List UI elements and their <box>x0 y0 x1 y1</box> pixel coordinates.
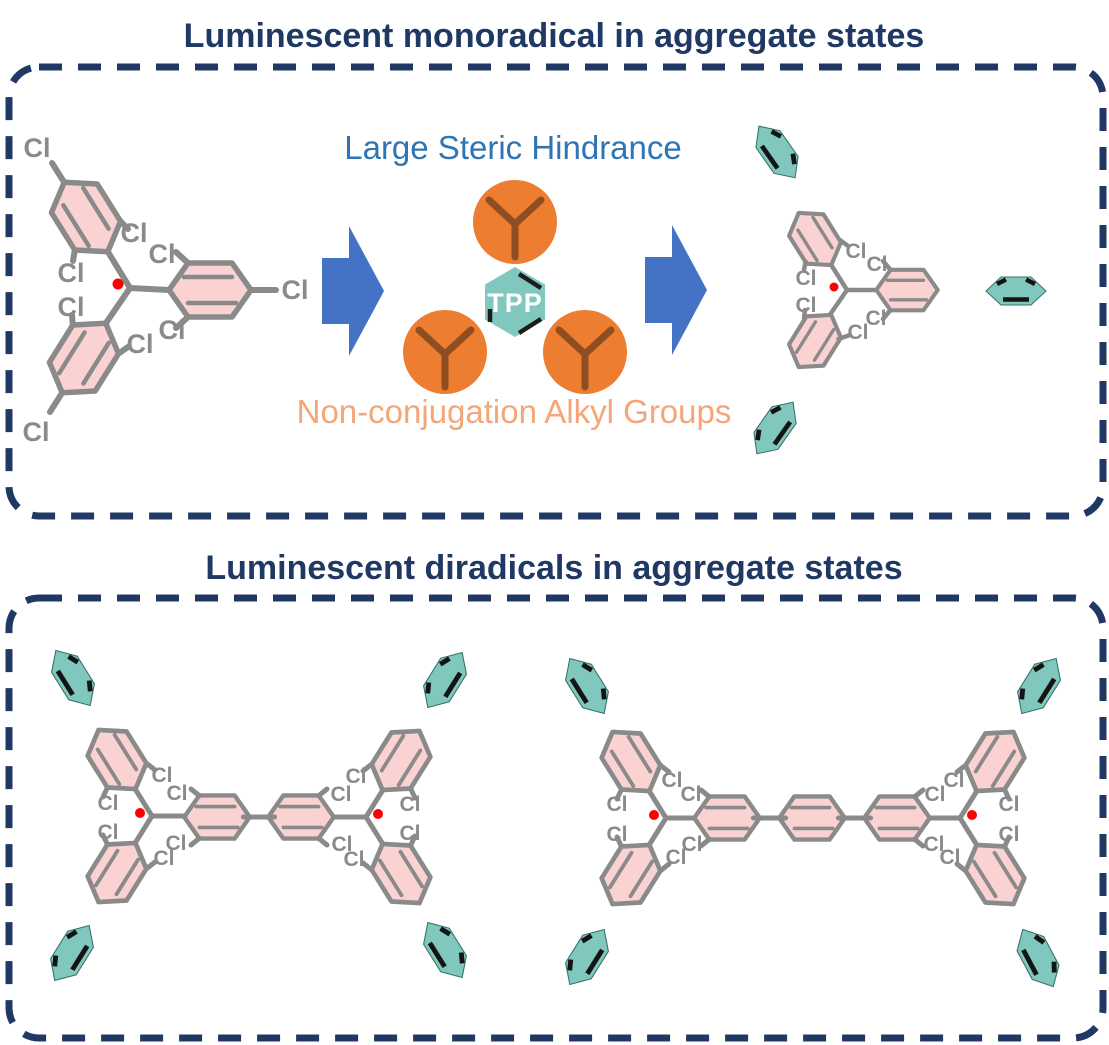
solvent-benzene <box>43 643 103 714</box>
chlorine-label: Cl <box>98 821 119 844</box>
bridge-benzene-ring <box>864 796 930 839</box>
chlorine-label: Cl <box>149 239 176 269</box>
solvent-benzene <box>42 918 102 989</box>
solvent-benzene <box>557 922 617 993</box>
alkyl-groups-label: Non-conjugation Alkyl Groups <box>297 393 732 430</box>
chlorine-label: Cl <box>796 267 817 290</box>
chlorine-label: Cl <box>848 321 869 344</box>
chlorine-label: Cl <box>999 823 1020 846</box>
chlorine-label: Cl <box>846 240 867 263</box>
chlorine-label: Cl <box>331 783 352 806</box>
chlorine-label: Cl <box>98 792 119 815</box>
chlorine-label: Cl <box>344 848 365 871</box>
chlorine-label: Cl <box>167 782 188 805</box>
chlorine-label: Cl <box>24 133 51 163</box>
alkyl-group-ball <box>403 310 487 394</box>
chlorine-label: Cl <box>152 764 173 787</box>
tpp-cluster: TPP <box>403 180 627 394</box>
ttm-radical-molecule: Cl Cl Cl Cl Cl Cl Cl Cl Cl <box>23 133 309 447</box>
chlorine-label: Cl <box>925 783 946 806</box>
radical-electron-dot <box>112 278 124 290</box>
chlorine-label: Cl <box>121 218 148 248</box>
chlorine-label: Cl <box>924 833 945 856</box>
steric-hindrance-label: Large Steric Hindrance <box>344 129 682 166</box>
benzene-ring <box>39 309 128 407</box>
chlorine-label: Cl <box>282 275 309 305</box>
diradical-title: Luminescent diradicals in aggregate stat… <box>205 549 902 587</box>
right-arrow-icon <box>322 226 384 356</box>
solvent-benzene <box>745 394 805 462</box>
radical-end-unit <box>79 718 190 914</box>
solvent-benzene <box>557 651 617 722</box>
solvent-benzene <box>986 277 1046 305</box>
solvent-benzene <box>415 915 475 986</box>
right-arrow-icon <box>645 225 707 355</box>
radical-end-unit <box>922 720 1033 916</box>
radical-electron-dot <box>829 282 839 292</box>
chlorine-label: Cl <box>127 329 154 359</box>
solvent-benzene <box>1009 651 1069 722</box>
chlorine-label: Cl <box>166 832 187 855</box>
monoradical-dashed-box <box>5 63 1107 520</box>
bridge-benzene-ring <box>184 795 250 838</box>
tpp-label: TPP <box>487 288 543 318</box>
alkyl-group-ball <box>543 310 627 394</box>
diradical-terphenyl-molecule: Cl Cl Cl Cl Cl Cl Cl Cl Cl Cl Cl Cl <box>557 651 1069 994</box>
radical-end-unit <box>328 719 439 915</box>
chlorine-label: Cl <box>159 315 186 345</box>
chlorine-label: Cl <box>154 847 175 870</box>
bridge-benzene-ring <box>779 796 845 839</box>
diradical-dashed-box <box>5 594 1107 1042</box>
chlorine-label: Cl <box>400 793 421 816</box>
monoradical-title: Luminescent monoradical in aggregate sta… <box>184 17 925 55</box>
monoradical-section: Luminescent monoradical in aggregate sta… <box>5 17 1107 520</box>
chlorine-label: Cl <box>23 417 50 447</box>
bridge-benzene-ring <box>694 796 760 839</box>
diradical-section: Luminescent diradicals in aggregate stat… <box>5 549 1107 1042</box>
chlorine-label: Cl <box>607 823 628 846</box>
chlorine-label: Cl <box>58 292 85 322</box>
chlorine-label: Cl <box>681 783 702 806</box>
diradical-biphenyl-molecule: Cl Cl Cl Cl Cl Cl Cl Cl Cl Cl Cl Cl <box>42 643 475 989</box>
chlorine-label: Cl <box>400 822 421 845</box>
radical-end-unit <box>593 720 704 916</box>
bridge-benzene-ring <box>268 795 334 838</box>
chlorine-label: Cl <box>58 258 85 288</box>
benzene-ring <box>41 168 130 266</box>
chlorine-label: Cl <box>940 846 961 869</box>
chlorine-label: Cl <box>666 846 687 869</box>
solvent-benzene <box>747 118 807 186</box>
chlorine-label: Cl <box>332 833 353 856</box>
alkyl-group-ball <box>473 180 557 264</box>
aggregated-monoradical: Cl Cl Cl Cl Cl Cl <box>745 118 1046 462</box>
chlorine-label: Cl <box>346 765 367 788</box>
chlorine-label: Cl <box>866 307 887 330</box>
chlorine-label: Cl <box>867 253 888 276</box>
chlorine-label: Cl <box>999 793 1020 816</box>
solvent-benzene <box>1009 922 1066 993</box>
chlorine-label: Cl <box>944 769 965 792</box>
chlorine-label: Cl <box>607 793 628 816</box>
chlorine-label: Cl <box>682 833 703 856</box>
benzene-ring <box>169 263 251 317</box>
chlorine-label: Cl <box>662 769 683 792</box>
solvent-benzene <box>415 645 475 716</box>
chlorine-label: Cl <box>796 294 817 317</box>
tpp-benzene-hexagon <box>485 267 545 337</box>
